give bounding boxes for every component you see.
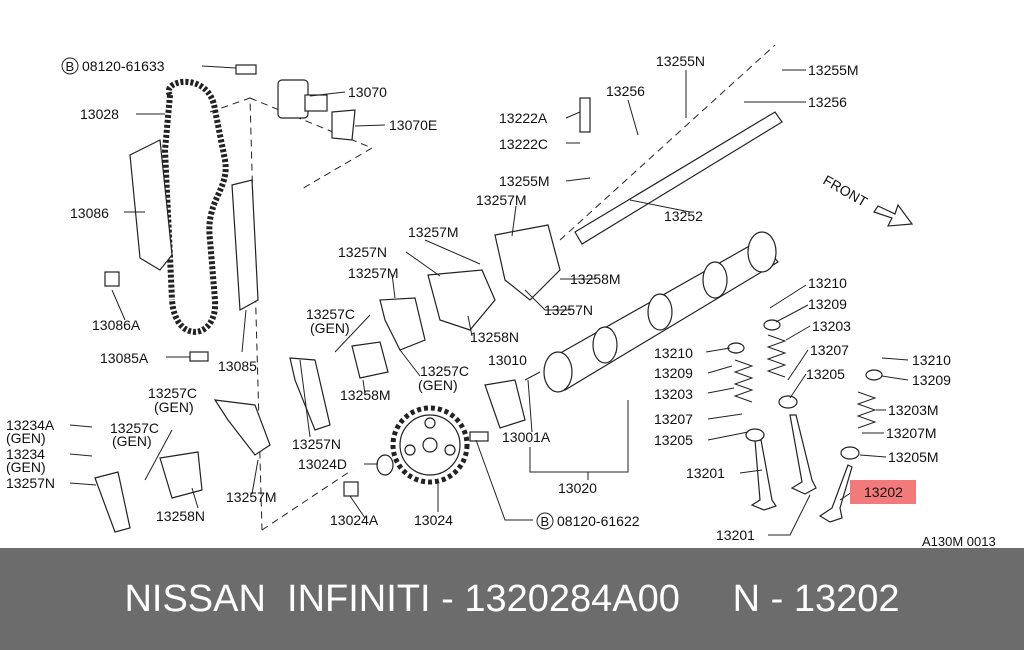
assembly-boundary [209,44,776,531]
label-13210-b: 13210 [808,275,847,291]
label-13207m: 13207M [886,425,937,441]
front-indicator: FRONT [821,172,914,227]
label-13257m-b: 13257M [408,224,459,240]
valves [727,319,883,523]
label-13085: 13085 [218,358,257,374]
label-13257c-c: 13257C [148,385,197,401]
label-13201-a: 13201 [686,465,725,481]
label-13256-a: 13256 [606,83,645,99]
label-13257c-a: 13257C [306,306,355,322]
label-13203-b: 13203 [812,318,851,334]
label-13205-b: 13205 [806,366,845,382]
label-13205m: 13205M [888,449,939,465]
label-gen-d: (GEN) [6,430,46,446]
label-bolt-top: 08120-61633 [82,58,165,74]
label-gen-f: (GEN) [112,433,152,449]
label-13222c: 13222C [499,136,548,152]
rocker-shaft [574,111,783,245]
rocker-arms [94,224,561,533]
parts-diagram: FRONT B B 08120-61633 13070 13070E 13028… [6,44,996,548]
highlight-13202 [850,480,916,504]
part-labels: 08120-61633 13070 13070E 13028 13086 130… [6,53,996,548]
chain-guide [129,139,173,271]
label-13255n: 13255N [656,53,705,69]
label-13258m-b: 13258M [340,387,391,403]
label-13257n-b: 13257N [544,302,593,318]
label-13010: 13010 [488,352,527,368]
label-13203m: 13203M [888,402,939,418]
chain-tensioner [277,79,356,141]
leader-lines [69,65,909,536]
bolts [104,64,591,497]
label-13257n-c: 13257N [6,475,55,491]
label-13209-a: 13209 [654,365,693,381]
label-13001a: 13001A [502,429,551,445]
valve-springs [733,334,877,429]
diagram-code: A130M 0013 [922,534,996,548]
label-13234: 13234 [6,446,45,462]
label-13258m-a: 13258M [570,271,621,287]
label-13070e: 13070E [389,117,437,133]
label-13203-a: 13203 [654,386,693,402]
bolt-marker-bottom: B [536,512,554,530]
label-13222a: 13222A [499,110,548,126]
part-number-text: NISSAN INFINITI - 1320284A00 N - 13202 [124,577,900,620]
washer-13024d [376,454,394,476]
label-13258n-a: 13258N [470,329,519,345]
part-number-banner: NISSAN INFINITI - 1320284A00 N - 13202 [0,548,1024,650]
label-13252: 13252 [664,208,703,224]
label-13210-c: 13210 [912,352,951,368]
label-13257c-b: 13257C [420,363,469,379]
label-13201-b: 13201 [716,527,755,543]
timing-chain [161,78,229,335]
label-13234a: 13234A [6,417,55,433]
label-gen-e: (GEN) [6,459,46,475]
cam-sprocket [390,405,470,485]
label-13024a: 13024A [330,512,379,528]
label-gen-c: (GEN) [154,399,194,415]
label-13257n-d: 13257N [292,436,341,452]
label-13257c-d: 13257C [110,420,159,436]
label-13207-b: 13207 [810,342,849,358]
label-13202: 13202 [864,484,903,500]
bolt-marker-bottom-letter: B [541,514,550,529]
chain-slack-guide [231,179,259,311]
label-13257m-d: 13257M [226,489,277,505]
cam-bracket [484,379,526,429]
label-13085a: 13085A [100,350,149,366]
label-13209-c: 13209 [912,372,951,388]
label-13257m-a: 13257M [476,192,527,208]
camshaft [543,231,779,393]
label-13086a: 13086A [92,317,141,333]
label-13209-b: 13209 [808,296,847,312]
label-13255m: 13255M [499,173,550,189]
label-13024d: 13024D [298,456,347,472]
label-13024: 13024 [414,512,453,528]
label-13258n-b: 13258N [156,508,205,524]
bolt-marker-top-letter: B [66,59,75,74]
label-13070: 13070 [348,84,387,100]
label-gen-b: (GEN) [418,377,458,393]
label-13205-a: 13205 [654,432,693,448]
label-13086: 13086 [70,205,109,221]
label-13210-a: 13210 [654,345,693,361]
label-bolt-bottom: 08120-61622 [557,513,640,529]
label-13257n-a: 13257N [338,244,387,260]
label-13256-b: 13256 [808,94,847,110]
label-13028: 13028 [80,106,119,122]
label-13020: 13020 [558,480,597,496]
label-gen-a: (GEN) [310,320,350,336]
bolt-marker-top: B [61,57,79,75]
front-label: FRONT [821,172,871,210]
label-13257m-c: 13257M [348,265,399,281]
label-13207-a: 13207 [654,411,693,427]
label-13255m-top: 13255M [808,62,859,78]
